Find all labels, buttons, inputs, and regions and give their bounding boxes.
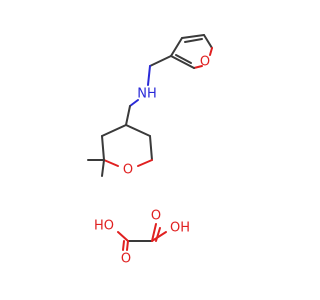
- pyran-ring: [101, 124, 153, 167]
- ch2-ring-bond: [125, 105, 131, 126]
- ch2-nh-bond: [147, 65, 151, 86]
- nh-ch2-bond: [129, 99, 139, 107]
- hydroxyl-left-label: HO: [94, 219, 114, 234]
- oxalic-oxygen-bottom-label: O: [121, 252, 131, 267]
- pyran-oxygen-label: O: [123, 163, 133, 178]
- furan-ch2-bond: [149, 55, 172, 67]
- methyl-bond-2: [101, 159, 105, 177]
- furan-ring: [170, 34, 213, 69]
- oxalic-oxygen-top-label: O: [151, 209, 161, 224]
- hydroxyl-right-label: OH: [170, 221, 190, 236]
- molecule-diagram: O NH O O O HO OH: [87, 34, 213, 267]
- amine-label: NH: [137, 87, 157, 102]
- oxalic-acid: [117, 223, 167, 251]
- furan-oxygen-label: O: [200, 55, 210, 70]
